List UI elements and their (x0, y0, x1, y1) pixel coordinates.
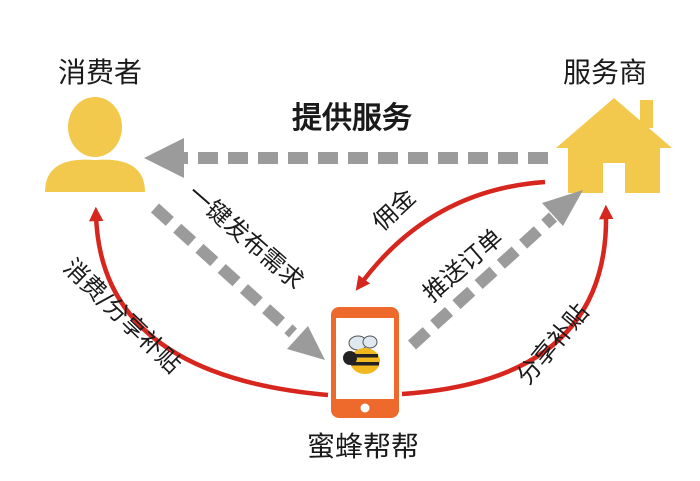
bee-icon (343, 335, 380, 374)
share-subsidy-label: 分享补贴 (511, 298, 594, 390)
house-icon (556, 98, 672, 193)
provide-service-arrow (144, 138, 548, 178)
share-subsidy-arrow (401, 204, 614, 397)
person-icon (45, 97, 145, 192)
publish-demand-label: 一键发布需求 (182, 179, 309, 295)
consume-share-arrow (88, 206, 329, 398)
provider-label: 服务商 (563, 56, 647, 89)
commission-arrow (355, 179, 546, 291)
phone-icon (331, 307, 399, 418)
consumer-label: 消费者 (58, 56, 142, 89)
provide-service-label: 提供服务 (292, 101, 412, 136)
publish-demand-arrow (150, 203, 325, 360)
app-label: 蜜蜂帮帮 (307, 430, 419, 463)
consume-share-label: 消费/分享补贴 (58, 253, 187, 379)
push-order-arrow (407, 190, 583, 350)
